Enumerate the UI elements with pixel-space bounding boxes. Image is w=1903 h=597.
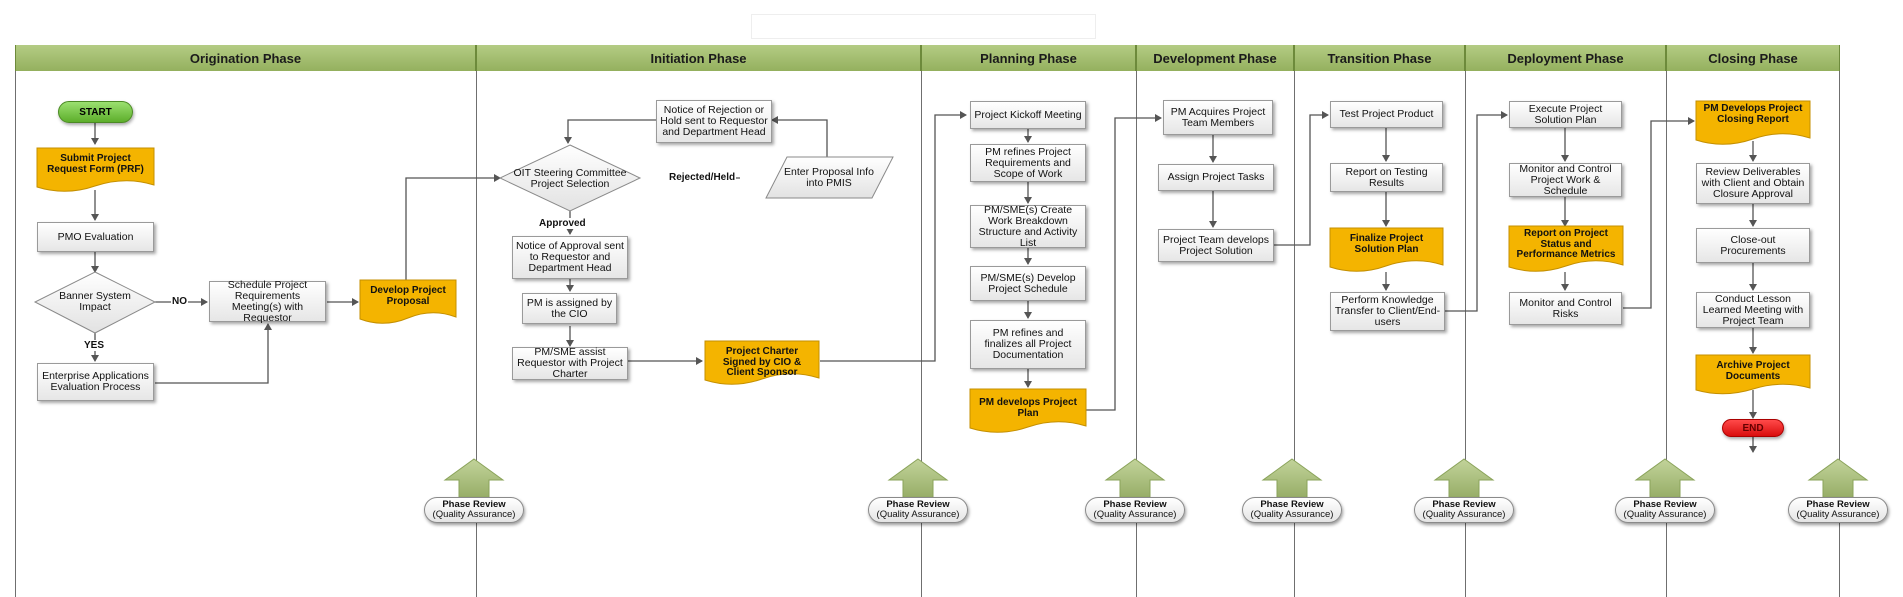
- node-create-wbs: PM/SME(s) Create Work Breakdown Structur…: [970, 204, 1086, 248]
- phase-review-badge: Phase Review(Quality Assurance): [1788, 497, 1888, 523]
- phase-header-development: Development Phase: [1136, 45, 1294, 71]
- node-notice-approval: Notice of Approval sent to Requestor and…: [512, 236, 628, 279]
- node-enter-proposal: Enter Proposal Info into PMIS: [784, 166, 874, 189]
- node-finalize-documentation: PM refines and finalizes all Project Doc…: [970, 320, 1086, 369]
- phase-header-deployment: Deployment Phase: [1465, 45, 1666, 71]
- node-develop-schedule: PM/SME(s) Develop Project Schedule: [970, 266, 1086, 301]
- phase-header-initiation: Initiation Phase: [476, 45, 921, 71]
- node-team-develops: Project Team develops Project Solution: [1158, 229, 1274, 262]
- review-arrow: [443, 458, 505, 501]
- review-arrow: [1261, 458, 1323, 501]
- phase-review-badge: Phase Review(Quality Assurance): [1414, 497, 1514, 523]
- node-report-testing: Report on Testing Results: [1330, 163, 1443, 192]
- node-knowledge-transfer: Perform Knowledge Transfer to Client/End…: [1330, 292, 1445, 331]
- review-arrow: [887, 458, 949, 501]
- doc-submit-prf: Submit Project Request Form (PRF): [36, 147, 155, 192]
- start-terminal: START: [58, 101, 133, 123]
- edge-label-yes: YES: [83, 340, 106, 351]
- node-pm-sme-assist: PM/SME assist Requestor with Project Cha…: [512, 347, 628, 380]
- end-terminal: END: [1722, 419, 1784, 437]
- lane-transition: [1294, 71, 1465, 597]
- node-closeout-procurements: Close-out Procurements: [1696, 228, 1810, 263]
- doc-pm-plan: PM develops Project Plan: [969, 388, 1087, 433]
- phase-header-closing: Closing Phase: [1666, 45, 1840, 71]
- review-arrow: [1433, 458, 1495, 501]
- lane-deployment: [1465, 71, 1666, 597]
- edge-label-rejected: Rejected/Held: [668, 172, 737, 183]
- node-schedule-requirements: Schedule Project Requirements Meeting(s)…: [209, 279, 326, 323]
- node-lesson-learned: Conduct Lesson Learned Meeting with Proj…: [1696, 292, 1810, 328]
- phase-review-badge: Phase Review(Quality Assurance): [868, 497, 968, 523]
- doc-closing-report: PM Develops Project Closing Report: [1695, 100, 1811, 145]
- phase-header-planning: Planning Phase: [921, 45, 1136, 71]
- node-enterprise-eval: Enterprise Applications Evaluation Proce…: [37, 363, 154, 401]
- phase-review-badge: Phase Review(Quality Assurance): [1242, 497, 1342, 523]
- phase-review-arrows: [443, 458, 1869, 501]
- phase-header-origination: Origination Phase: [15, 45, 476, 71]
- node-monitor-risks: Monitor and Control Risks: [1509, 292, 1622, 325]
- doc-archive-documents: Archive Project Documents: [1695, 354, 1811, 395]
- node-pm-assigned: PM is assigned by the CIO: [522, 293, 617, 324]
- node-monitor-control: Monitor and Control Project Work & Sched…: [1509, 163, 1622, 197]
- phase-review-badge: Phase Review(Quality Assurance): [424, 497, 524, 523]
- lane-initiation: [476, 71, 921, 597]
- phase-review-badge: Phase Review(Quality Assurance): [1085, 497, 1185, 523]
- node-oit-steering: OIT Steering Committee Project Selection: [513, 167, 627, 190]
- node-kickoff: Project Kickoff Meeting: [970, 101, 1086, 129]
- decision-banner-impact: [33, 271, 157, 334]
- node-notice-rejection: Notice of Rejection or Hold sent to Requ…: [656, 100, 772, 143]
- doc-project-charter: Project Charter Signed by CIO & Client S…: [704, 340, 820, 385]
- data-enter-proposal: [765, 156, 894, 199]
- lane-development: [1136, 71, 1294, 597]
- title-area: [751, 14, 1096, 39]
- review-arrow: [1634, 458, 1696, 501]
- node-test-product: Test Project Product: [1330, 101, 1443, 128]
- node-assign-tasks: Assign Project Tasks: [1158, 164, 1274, 191]
- phase-review-badge: Phase Review(Quality Assurance): [1615, 497, 1715, 523]
- lane-planning: [921, 71, 1136, 597]
- decision-oit-steering: [498, 144, 642, 212]
- doc-report-status: Report on Project Status and Performance…: [1508, 225, 1624, 272]
- node-pm-refines-requirements: PM refines Project Requirements and Scop…: [970, 144, 1086, 182]
- node-banner-impact: Banner System Impact: [59, 290, 131, 313]
- node-pmo-evaluation: PMO Evaluation: [37, 222, 154, 252]
- lane-closing: [1666, 71, 1840, 597]
- node-review-deliverables: Review Deliverables with Client and Obta…: [1696, 163, 1810, 204]
- doc-develop-proposal: Develop Project Proposal: [359, 279, 457, 324]
- edge-label-approved: Approved: [538, 218, 587, 229]
- doc-finalize-solution: Finalize Project Solution Plan: [1329, 227, 1444, 272]
- edge-label-no: NO: [171, 296, 188, 307]
- lane-origination: [15, 71, 476, 597]
- node-acquires-team: PM Acquires Project Team Members: [1163, 100, 1273, 135]
- review-arrow: [1807, 458, 1869, 501]
- review-arrow: [1104, 458, 1166, 501]
- phase-header-transition: Transition Phase: [1294, 45, 1465, 71]
- node-execute-plan: Execute Project Solution Plan: [1509, 101, 1622, 128]
